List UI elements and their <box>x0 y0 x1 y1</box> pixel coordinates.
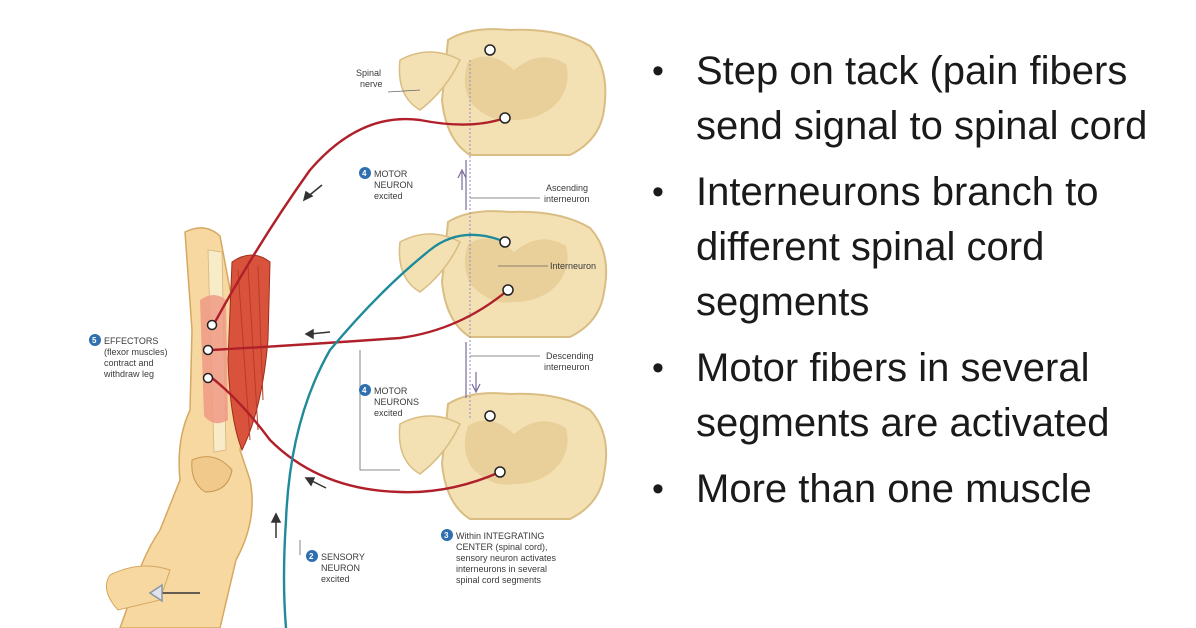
spinal-nerve-label: Spinal <box>356 68 381 78</box>
step-3-badge <box>441 529 453 541</box>
spinal-nerve-label-2: nerve <box>360 79 383 89</box>
motor-neurons-mid-label-2: NEURONS <box>374 397 419 407</box>
interneuron-connectors <box>457 160 481 398</box>
sensory-neuron <box>282 233 501 628</box>
motor-neuron-top-label-3: excited <box>374 191 403 201</box>
motor-neurons-mid-label: MOTOR <box>374 386 408 396</box>
motor-neuron-top-label-2: NEURON <box>374 180 413 190</box>
sensory-neuron-label-3: excited <box>321 574 350 584</box>
direction-arrows <box>148 184 331 603</box>
leg-illustration <box>105 227 253 628</box>
motor-neuron-top-label: MOTOR <box>374 169 408 179</box>
motor-neurons <box>211 116 509 494</box>
integrating-center-label-3: sensory neuron activates <box>456 553 557 563</box>
step-4-mid-badge <box>359 384 371 396</box>
ascending-interneuron-label-2: interneuron <box>544 194 590 204</box>
bullet-text: Interneurons branch to different spinal … <box>696 170 1099 324</box>
step-2-badge <box>306 550 318 562</box>
step-5-number: 5 <box>92 336 97 345</box>
motor-neurons-mid-label-3: excited <box>374 408 403 418</box>
descending-interneuron-label: Descending <box>546 351 594 361</box>
bullet-item: • Interneurons branch to different spinal… <box>648 165 1188 330</box>
step-4-top-badge <box>359 167 371 179</box>
step-4-top-number: 4 <box>362 169 367 178</box>
interneuron-label: Interneuron <box>550 261 596 271</box>
effectors-label-2: (flexor muscles) <box>104 347 168 357</box>
bullet-text: Step on tack (pain fibers send signal to… <box>696 49 1148 148</box>
bullet-item: • Step on tack (pain fibers send signal t… <box>648 44 1188 154</box>
bullet-list: • Step on tack (pain fibers send signal t… <box>648 44 1188 528</box>
bullet-item: • More than one muscle <box>648 462 1188 517</box>
bullet-dot-icon: • <box>652 173 664 211</box>
neuron-bodies <box>202 44 514 478</box>
bullet-text: More than one muscle <box>696 467 1092 511</box>
bullet-dot-icon: • <box>652 349 664 387</box>
effectors-label-4: withdraw leg <box>103 369 154 379</box>
step-4-mid-number: 4 <box>362 386 367 395</box>
spinal-cord-bottom <box>398 392 608 520</box>
bullet-text: Motor fibers in several segments are act… <box>696 346 1110 445</box>
step-5-badge <box>89 334 101 346</box>
integrating-center-label-2: CENTER (spinal cord), <box>456 542 548 552</box>
step-2-number: 2 <box>309 552 314 561</box>
effectors-label: EFFECTORS <box>104 336 158 346</box>
spinal-cord-middle <box>398 210 608 338</box>
reflex-arc-diagram: Spinal nerve 4 MOTOR NEURON excited Asce… <box>89 28 608 628</box>
step-3-number: 3 <box>444 531 449 540</box>
integrating-center-label-5: spinal cord segments <box>456 575 542 585</box>
sensory-neuron-label: SENSORY <box>321 552 365 562</box>
integrating-center-label-4: interneurons in several <box>456 564 547 574</box>
ascending-interneuron-label: Ascending <box>546 183 588 193</box>
spinal-cord-top <box>398 28 607 156</box>
descending-interneuron-label-2: interneuron <box>544 362 590 372</box>
sensory-neuron-label-2: NEURON <box>321 563 360 573</box>
bullet-dot-icon: • <box>652 52 664 90</box>
bullet-item: • Motor fibers in several segments are ac… <box>648 341 1188 451</box>
integrating-center-label: Within INTEGRATING <box>456 531 544 541</box>
effectors-label-3: contract and <box>104 358 154 368</box>
bullet-dot-icon: • <box>652 470 664 508</box>
